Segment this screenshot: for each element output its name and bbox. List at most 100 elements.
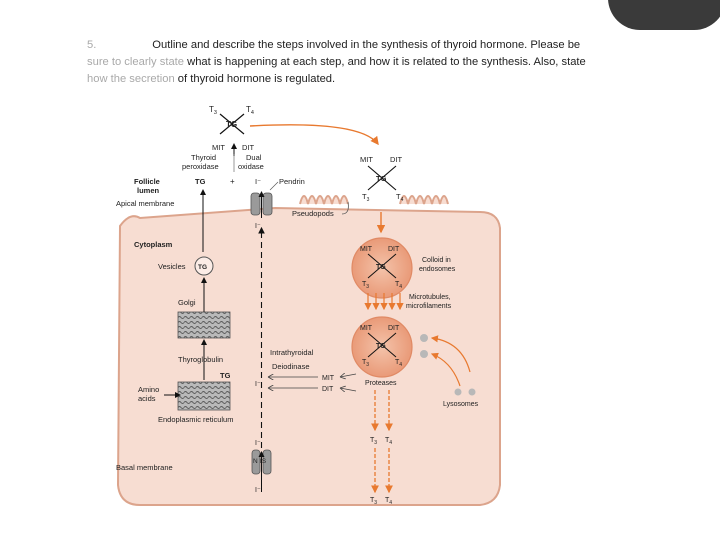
apical-microvilli xyxy=(299,195,449,205)
follicle-lumen-label-2: lumen xyxy=(137,186,160,195)
lysosome-fusion-arrow-2 xyxy=(430,352,461,387)
lumen-tg-center-label: TG xyxy=(376,174,387,183)
thyroid-hormone-synthesis-diagram: T3 T4 TG MIT DIT Thyroid peroxidase Dual… xyxy=(116,105,501,506)
question-line-3: how the secretion of thyroid hormone is … xyxy=(87,71,667,88)
top-mit-label: MIT xyxy=(212,143,225,152)
question-line-2-rest: what is happening at each step, and how … xyxy=(187,56,586,68)
dit-source-arrow xyxy=(340,388,357,391)
er-tg-label: TG xyxy=(220,371,231,380)
phagolysosome xyxy=(351,316,413,378)
endo2-tg: TG xyxy=(376,343,386,350)
endo2-mit: MIT xyxy=(360,325,373,332)
endoplasmic-reticulum xyxy=(177,381,231,411)
lumen-transfer-arrow xyxy=(249,124,379,146)
microtubule-arrows xyxy=(364,293,404,311)
pseudopods-label: Pseudopods xyxy=(292,209,334,218)
endo1-tg: TG xyxy=(376,264,386,271)
basal-membrane-label: Basal membrane xyxy=(116,463,173,472)
nis-channel xyxy=(251,449,272,492)
question-line-3-rest: of thyroid hormone is regulated. xyxy=(177,73,336,85)
released-t3-label-2: T3 xyxy=(370,497,377,506)
deiodinase-label-1: Intrathyroidal xyxy=(270,348,314,357)
lysosome-dot-1 xyxy=(420,334,428,342)
next-button[interactable] xyxy=(608,0,720,30)
endo1-t3: T3 xyxy=(362,281,369,290)
question-lead: Outline and describe the steps involved … xyxy=(152,39,581,51)
endo2-t3: T3 xyxy=(362,359,369,368)
thyroglobulin-label: Thyroglobulin xyxy=(178,355,223,364)
vesicles-label: Vesicles xyxy=(158,262,186,271)
dual-oxidase-label-2: oxidase xyxy=(238,162,264,171)
top-tg-cross xyxy=(219,113,245,135)
dual-oxidase-label-1: Dual xyxy=(246,153,262,162)
endo1-cross-2 xyxy=(367,253,397,279)
released-t4-label-2: T4 xyxy=(385,497,392,506)
nis-label-n: N xyxy=(253,458,258,465)
question-line-1: 5. Outline and describe the steps involv… xyxy=(87,37,667,54)
mit-source-arrow xyxy=(340,374,357,377)
amino-acids-label-2: acids xyxy=(138,394,156,403)
question-line-2-faint: sure to clearly state xyxy=(87,56,185,68)
golgi-apparatus xyxy=(177,311,231,339)
thyroid-peroxidase-label-2: peroxidase xyxy=(182,162,219,171)
lumen-t4-label: T4 xyxy=(396,192,404,203)
iodide-label-upper: I⁻ xyxy=(255,223,261,230)
colloid-endosomes-label-2: endosomes xyxy=(419,266,456,273)
lumen-dit-label: DIT xyxy=(390,155,403,164)
iodide-label-mid: I⁻ xyxy=(255,381,261,388)
question-number: 5. xyxy=(87,39,97,51)
cytoplasm-label: Cytoplasm xyxy=(134,240,173,249)
lumen-mit-label: MIT xyxy=(360,155,373,164)
question-line-3-faint: how the secretion xyxy=(87,73,175,85)
lumen-tg-label: TG xyxy=(195,177,206,186)
lysosomes-label: Lysosomes xyxy=(443,401,479,408)
lysosome-1 xyxy=(454,388,462,396)
amino-acids-label-1: Amino xyxy=(138,385,159,394)
microtubules-label-1: Microtubules, xyxy=(409,294,451,301)
follicle-lumen-label-1: Follicle xyxy=(134,177,160,186)
top-dit-label: DIT xyxy=(242,143,255,152)
endo1-mit: MIT xyxy=(360,246,373,253)
endo2-cross-2 xyxy=(367,332,397,358)
golgi-label: Golgi xyxy=(178,298,196,307)
question-line-2: sure to clearly state what is happening … xyxy=(87,54,667,71)
er-label: Endoplasmic reticulum xyxy=(158,415,233,424)
pendrin-label: Pendrin xyxy=(279,177,305,186)
lysosome-dot-2 xyxy=(420,350,428,358)
lysosome-2 xyxy=(468,388,476,396)
iodide-label-bottom: I⁻ xyxy=(255,487,261,494)
top-t4-label: T4 xyxy=(246,105,254,116)
top-t3-label: T3 xyxy=(209,105,217,116)
apical-membrane-label: Apical membrane xyxy=(116,199,174,208)
lumen-iodide-label: I⁻ xyxy=(255,177,261,186)
thyroid-peroxidase-label-1: Thyroid xyxy=(191,153,216,162)
nis-label-is: IS xyxy=(260,458,267,465)
endosome-colloid xyxy=(351,237,413,299)
endo1-dit: DIT xyxy=(388,246,400,253)
question-text: 5. Outline and describe the steps involv… xyxy=(87,37,667,88)
endo1-t4: T4 xyxy=(395,281,402,290)
lumen-tg-cross-2 xyxy=(367,165,397,191)
endo2-t4: T4 xyxy=(395,359,402,368)
colloid-endosomes-label-1: Colloid in xyxy=(422,257,451,264)
deiodinase-dit: DIT xyxy=(322,386,334,393)
vesicle-tg-label: TG xyxy=(198,264,207,271)
question-gap xyxy=(96,39,152,51)
top-tg-label: TG xyxy=(226,120,237,129)
endo2-dit: DIT xyxy=(388,325,400,332)
proteases-label: Proteases xyxy=(365,380,397,387)
microtubules-label-2: microfilaments xyxy=(406,303,452,310)
released-t4-label-1: T4 xyxy=(385,437,392,446)
released-t3-label-1: T3 xyxy=(370,437,377,446)
plus-sign: + xyxy=(230,177,235,186)
deiodinase-label-2: Deiodinase xyxy=(272,362,310,371)
vesicle-tg xyxy=(194,256,214,276)
deiodinase-mit: MIT xyxy=(322,375,335,382)
pendrin-pointer xyxy=(269,181,279,191)
pendrin-channel xyxy=(250,191,273,218)
iodide-label-lower: I⁻ xyxy=(255,440,261,447)
pseudopods-pointer xyxy=(341,201,349,215)
lysosome-fusion-arrow-1 xyxy=(430,335,471,373)
lumen-t3-label: T3 xyxy=(362,192,370,203)
